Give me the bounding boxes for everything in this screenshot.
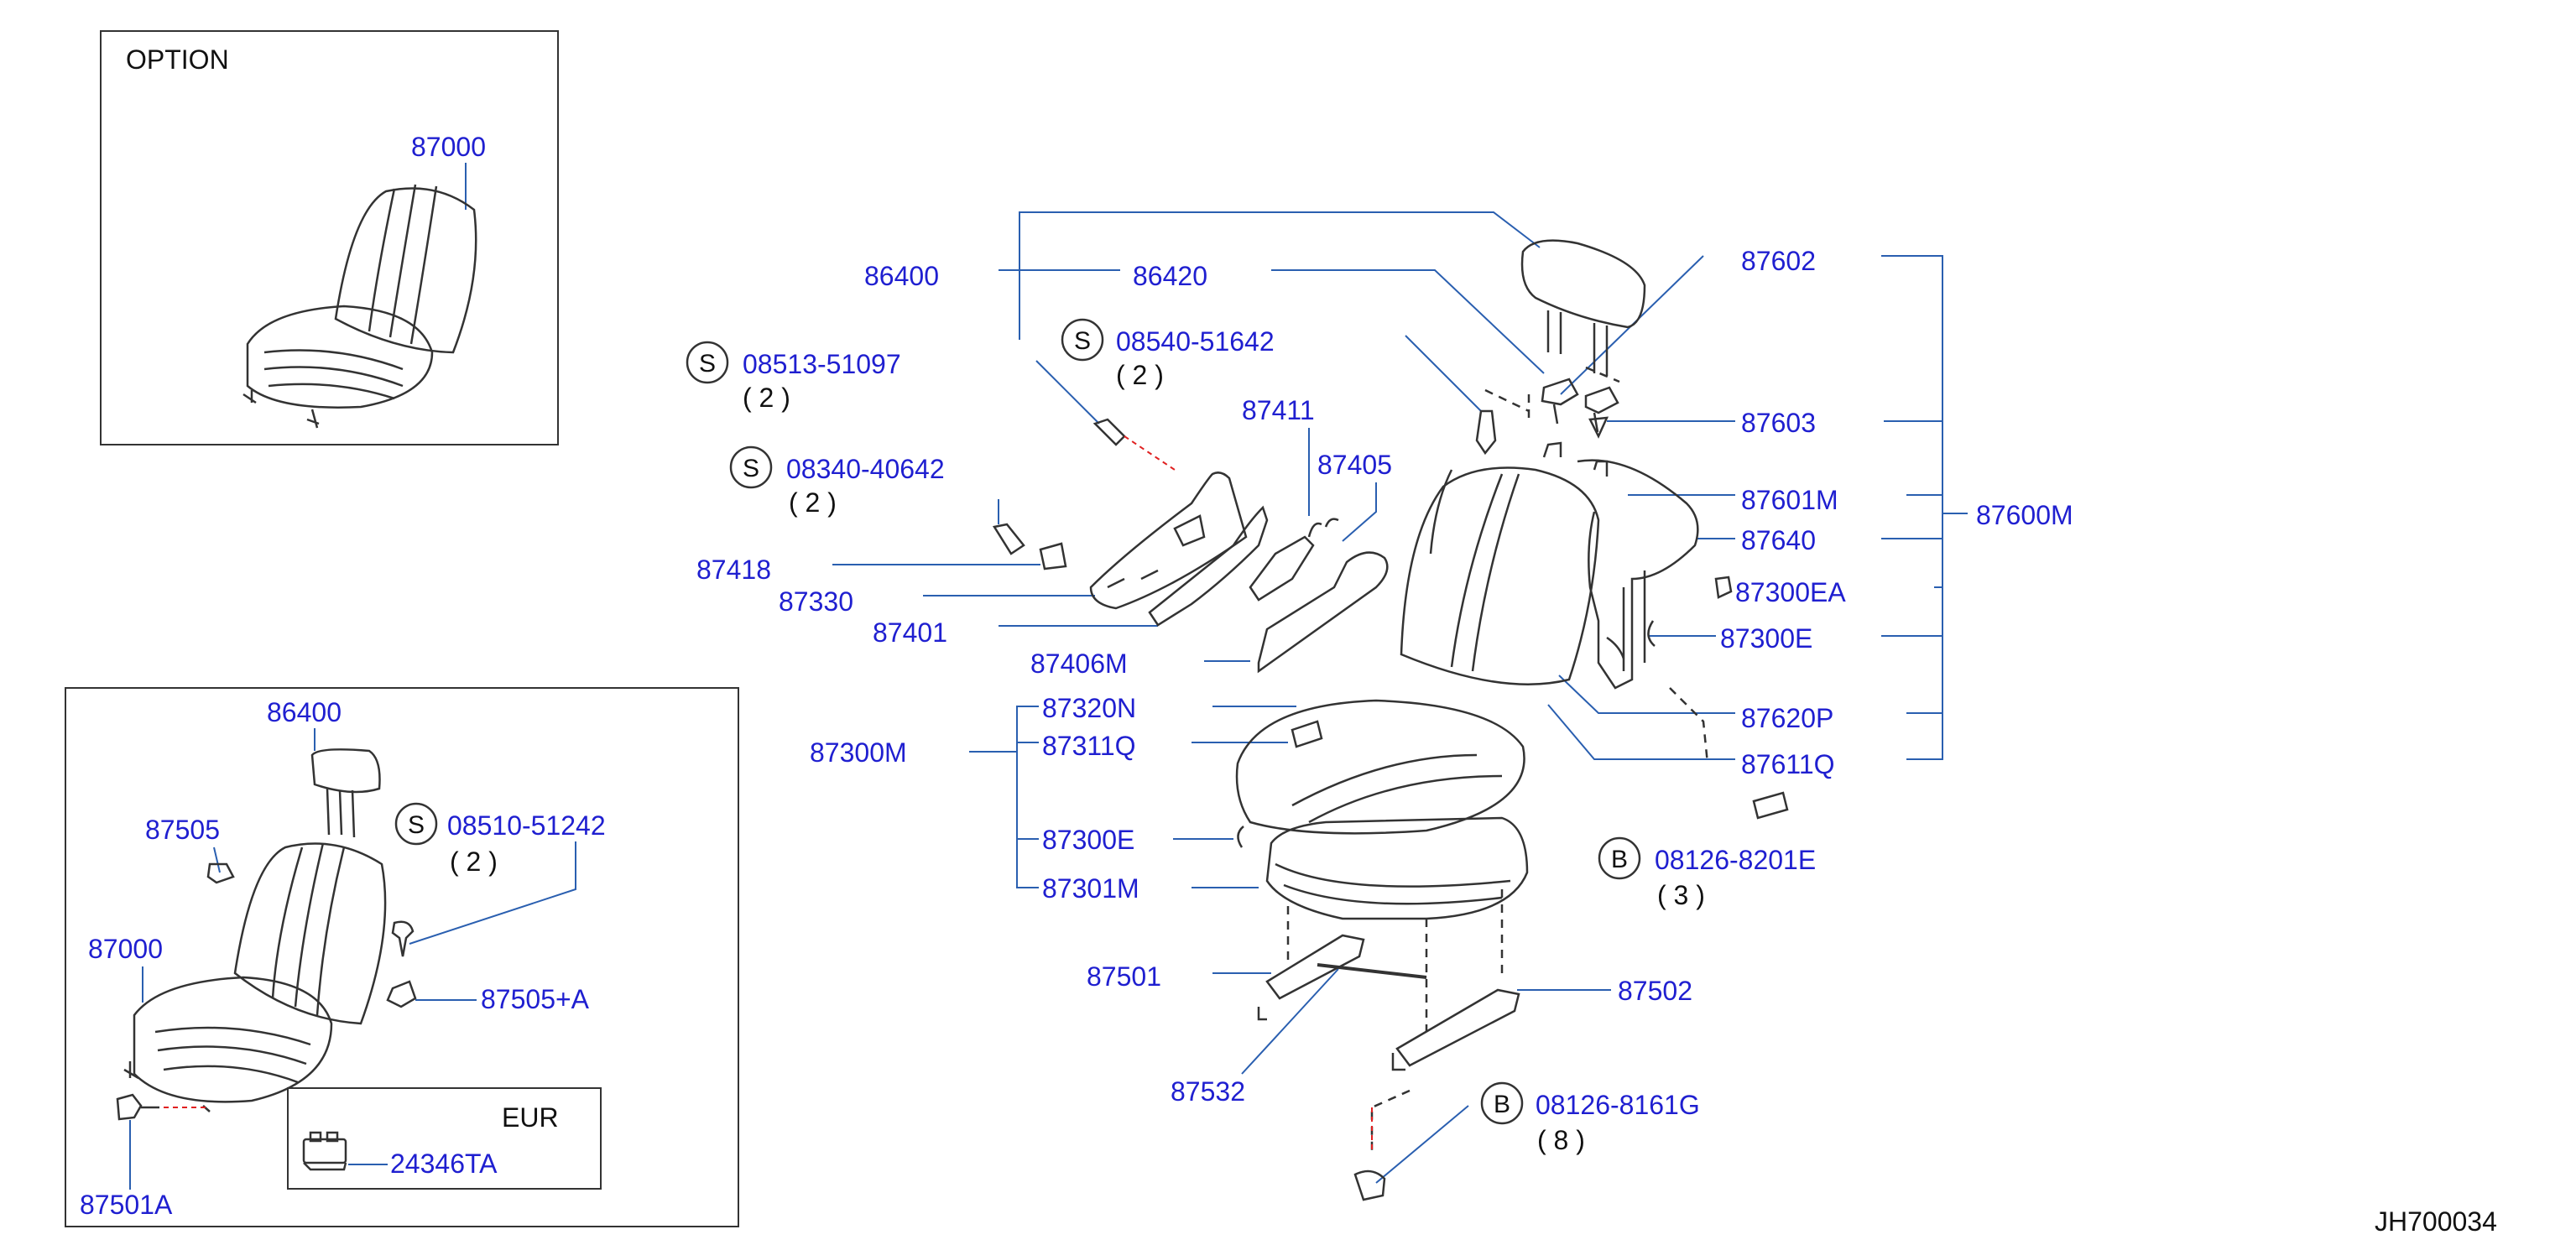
part-label-87418[interactable]: 87418: [696, 555, 771, 585]
part-label-86420[interactable]: 86420: [1133, 261, 1207, 291]
eur-sub-box: EUR 24346TA: [287, 1087, 602, 1190]
qty-08126-8161g: ( 8 ): [1537, 1125, 1585, 1155]
main-assembly: 86400 86420 S 08540-51642 ( 2 ) S 08513-…: [686, 211, 2497, 1237]
part-label-87600m[interactable]: 87600M: [1976, 500, 2073, 530]
standard-part-b-symbol: B: [1611, 846, 1628, 873]
part-label-87320n[interactable]: 87320N: [1042, 693, 1136, 723]
standard-part-s-symbol: S: [743, 455, 759, 482]
part-label-87301m[interactable]: 87301M: [1042, 873, 1139, 904]
diagram-id: JH700034: [2375, 1206, 2497, 1237]
standard-part-s-icon: [394, 802, 438, 846]
part-label-87300e-left[interactable]: 87300E: [1042, 825, 1134, 855]
qty-08340-40642: ( 2 ): [789, 487, 837, 518]
part-label-87401[interactable]: 87401: [873, 617, 947, 648]
part-label-87330[interactable]: 87330: [779, 586, 853, 617]
qty-08510-51242: ( 2 ): [450, 846, 498, 877]
part-label-87300e-right[interactable]: 87300E: [1720, 623, 1812, 654]
part-label-08340-40642[interactable]: 08340-40642: [786, 454, 945, 484]
part-label-87405[interactable]: 87405: [1317, 450, 1392, 480]
part-label-87502[interactable]: 87502: [1618, 976, 1692, 1006]
qty-08513-51097: ( 2 ): [743, 383, 790, 413]
standard-part-s-icon: [729, 445, 773, 489]
standard-part-s-symbol: S: [1074, 327, 1091, 355]
part-label-87411[interactable]: 87411: [1242, 395, 1315, 425]
part-label-87501[interactable]: 87501: [1087, 961, 1161, 992]
part-label-87311q[interactable]: 87311Q: [1042, 731, 1136, 761]
part-label-24346ta[interactable]: 24346TA: [390, 1149, 498, 1179]
eur-group-box: 86400 87505 S 08510-51242 ( 2 ) 87000 87…: [65, 687, 739, 1227]
part-label-86400[interactable]: 86400: [864, 261, 939, 291]
part-label-87505a[interactable]: 87505+A: [481, 984, 590, 1014]
seat-illustration-option: [242, 184, 477, 429]
part-label-87406m[interactable]: 87406M: [1030, 649, 1128, 679]
eur-title: EUR: [502, 1102, 559, 1133]
part-label-87000-eur[interactable]: 87000: [88, 934, 163, 964]
part-label-08126-8161g[interactable]: 08126-8161G: [1536, 1090, 1700, 1120]
standard-part-s-symbol: S: [699, 350, 716, 378]
part-label-08126-8201e[interactable]: 08126-8201E: [1655, 845, 1816, 875]
seat-illustration-main: [992, 239, 1789, 1201]
standard-part-b-icon: [1480, 1081, 1524, 1125]
part-label-87300ea[interactable]: 87300EA: [1735, 577, 1846, 607]
standard-part-s-symbol: S: [408, 811, 425, 839]
option-box: OPTION 87000: [100, 30, 559, 445]
part-label-87501a[interactable]: 87501A: [80, 1190, 173, 1220]
part-label-08513-51097[interactable]: 08513-51097: [743, 349, 901, 379]
part-label-87640[interactable]: 87640: [1741, 525, 1816, 555]
connector-icon: [302, 1131, 347, 1171]
part-label-87601m[interactable]: 87601M: [1741, 485, 1838, 515]
standard-part-s-icon: [686, 341, 729, 384]
part-label-08510-51242[interactable]: 08510-51242: [447, 810, 606, 841]
part-label-08540-51642[interactable]: 08540-51642: [1116, 326, 1275, 357]
part-label-87505[interactable]: 87505: [145, 815, 220, 845]
part-label-86400-eur[interactable]: 86400: [267, 697, 342, 727]
standard-part-s-icon: [1061, 318, 1104, 362]
part-label-87620p[interactable]: 87620P: [1741, 703, 1833, 733]
part-label-87532[interactable]: 87532: [1171, 1076, 1245, 1107]
option-title: OPTION: [126, 44, 229, 75]
qty-08540-51642: ( 2 ): [1116, 360, 1164, 390]
part-label-87611q[interactable]: 87611Q: [1741, 749, 1835, 779]
part-label-87300m[interactable]: 87300M: [810, 737, 907, 768]
standard-part-b-icon: [1598, 836, 1641, 880]
part-label-87603[interactable]: 87603: [1741, 408, 1816, 438]
qty-08126-8201e: ( 3 ): [1657, 880, 1705, 910]
part-label-87602[interactable]: 87602: [1741, 246, 1816, 276]
seat-illustration-eur: [116, 748, 417, 1121]
part-label-87000-option[interactable]: 87000: [411, 132, 486, 162]
standard-part-b-symbol: B: [1494, 1091, 1510, 1118]
